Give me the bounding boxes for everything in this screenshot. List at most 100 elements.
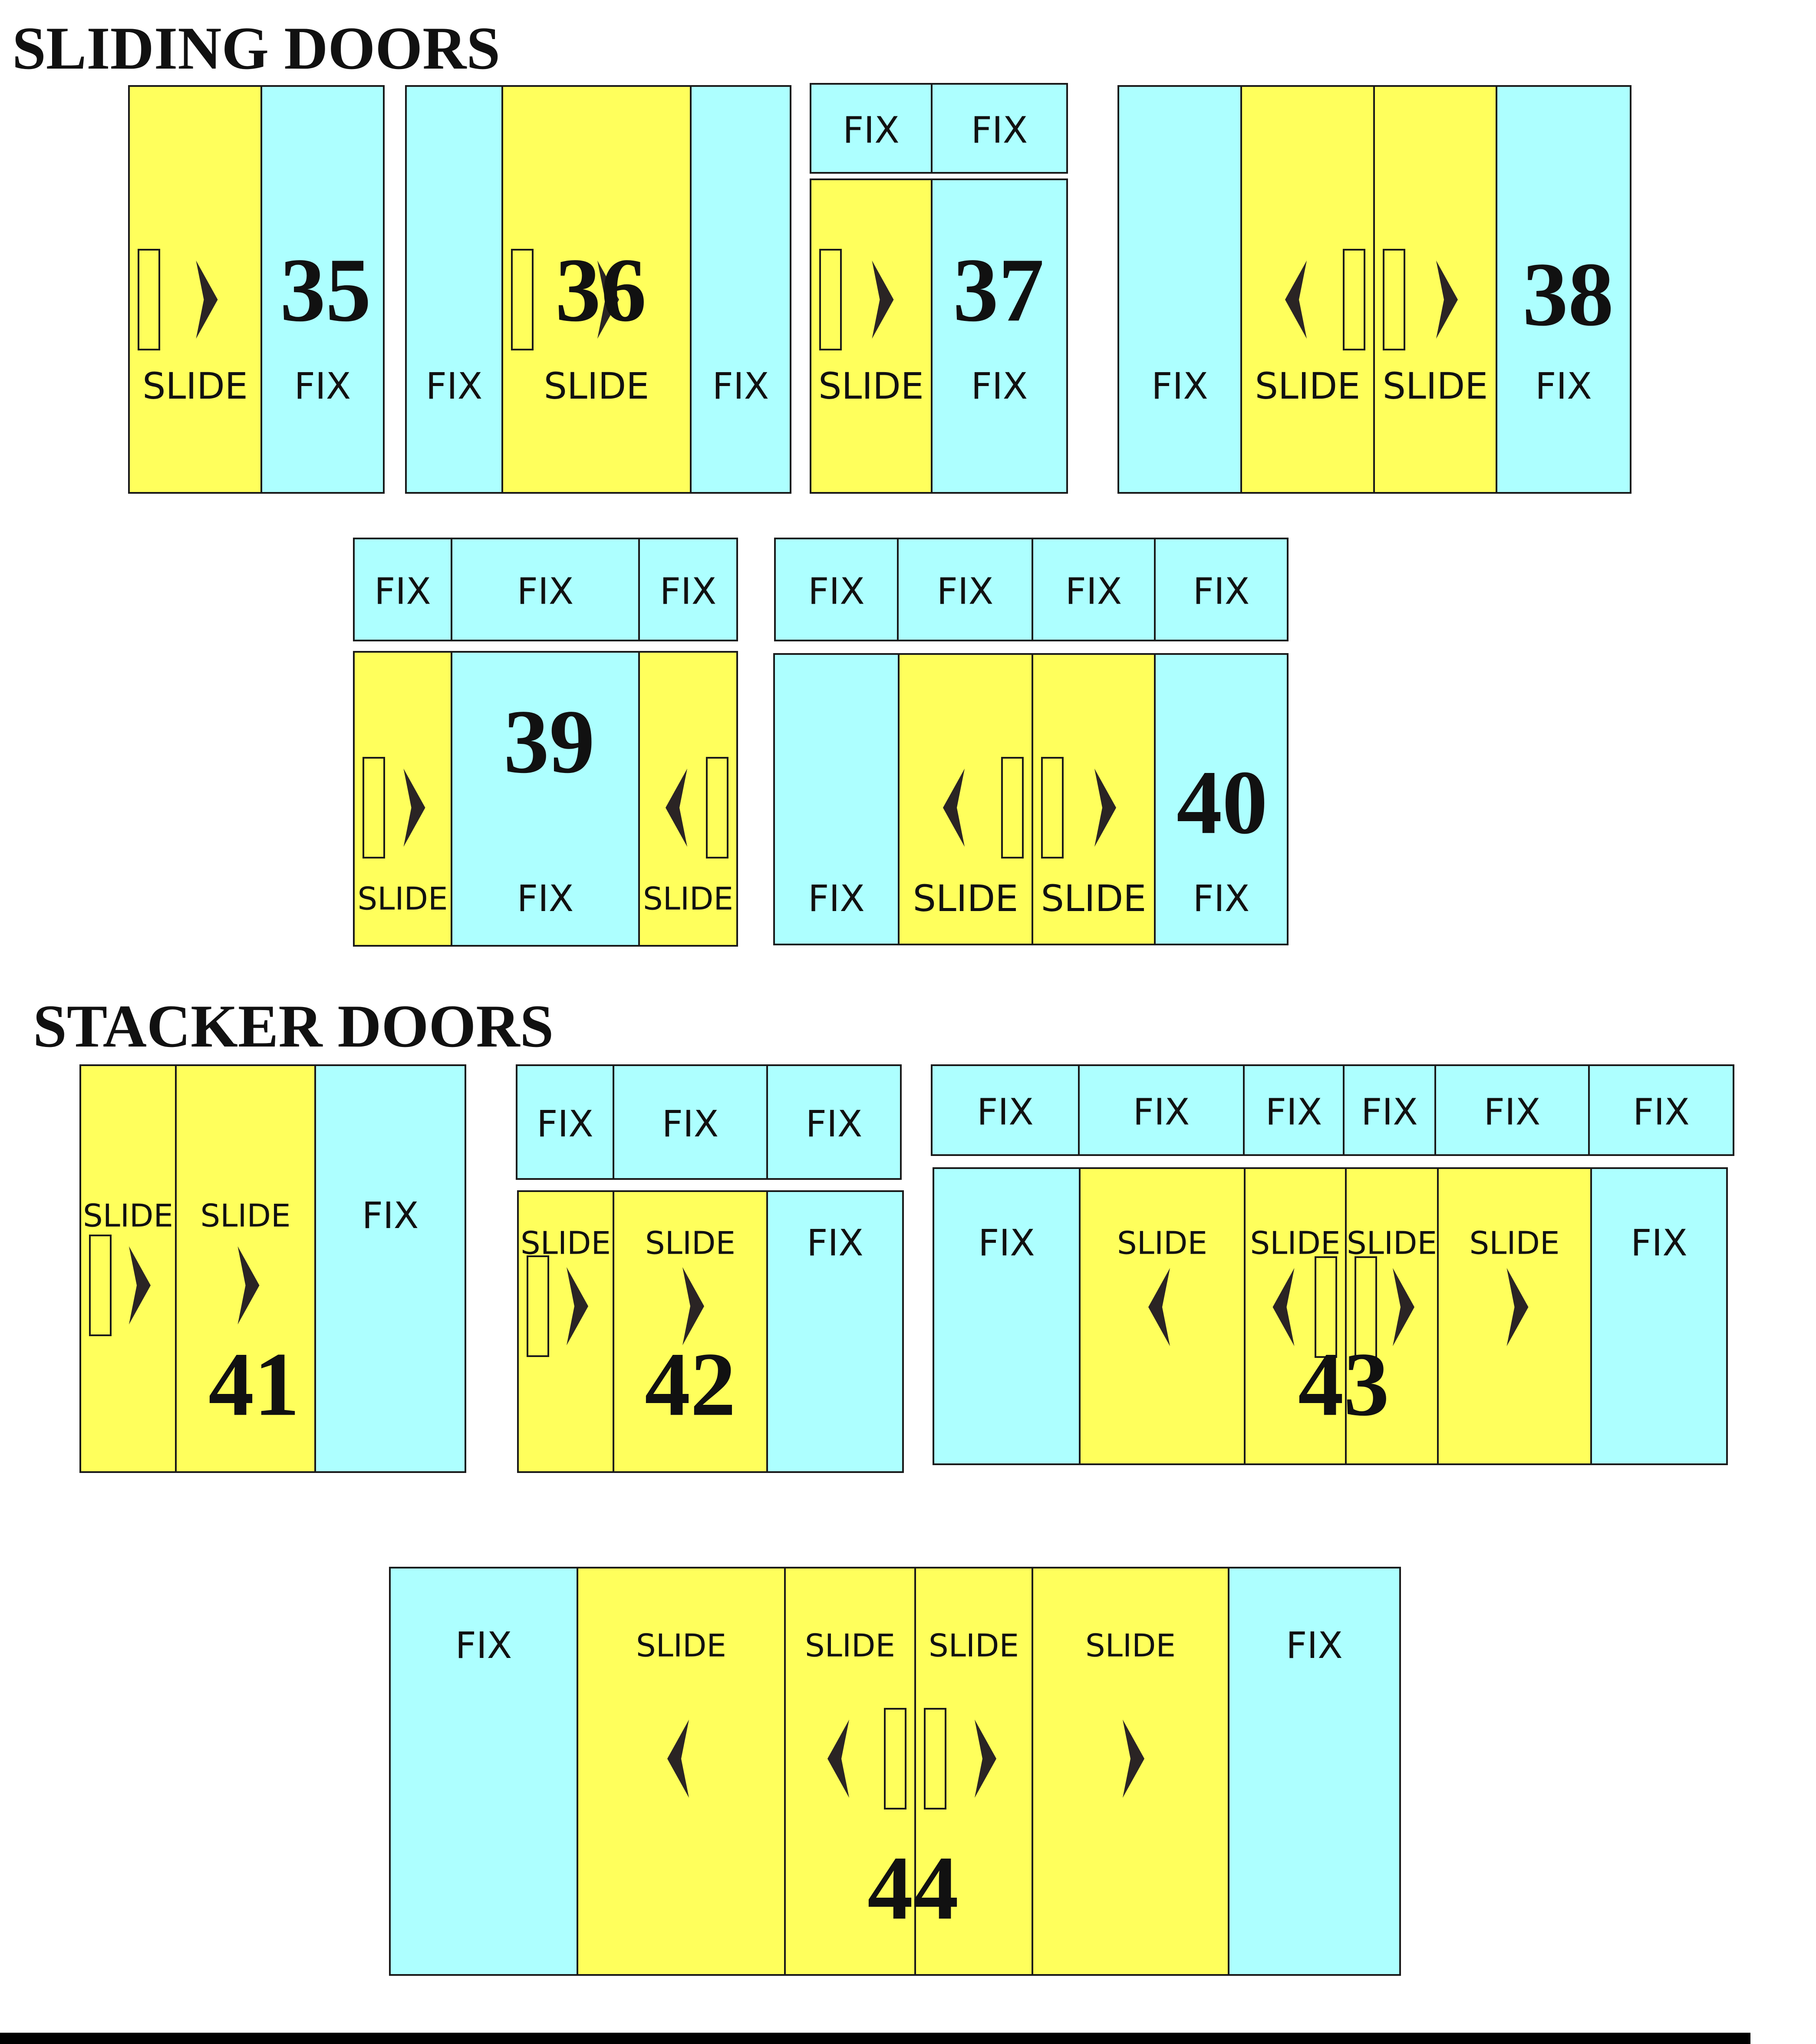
arrow-right-icon xyxy=(1436,261,1458,339)
slide-label: SLIDE xyxy=(913,877,1018,920)
fix-label: FIX xyxy=(362,1194,419,1237)
arrow-right-icon xyxy=(1506,1268,1529,1346)
sliding-pane xyxy=(1244,1167,1347,1465)
door-handle-icon xyxy=(527,1255,549,1357)
fixed-pane xyxy=(314,1064,466,1473)
arrow-right-icon xyxy=(196,261,218,339)
configuration-number: 44 xyxy=(867,1838,959,1938)
arrow-right-icon xyxy=(567,1267,588,1345)
sliding-pane xyxy=(1240,85,1375,494)
top-light-label: FIX xyxy=(1633,1090,1690,1133)
arrow-right-icon xyxy=(1094,769,1116,847)
arrow-left-icon xyxy=(666,769,687,847)
slide-label: SLIDE xyxy=(645,1225,735,1261)
door-handle-icon xyxy=(924,1708,946,1810)
arrow-right-icon xyxy=(1393,1268,1414,1346)
top-light-label: FIX xyxy=(1484,1090,1541,1133)
sliding-pane xyxy=(501,85,692,494)
sliding-pane xyxy=(914,1567,1033,1976)
slide-label: SLIDE xyxy=(142,365,248,407)
arrow-right-icon xyxy=(1123,1720,1144,1798)
top-light-label: FIX xyxy=(660,570,717,612)
door-handle-icon xyxy=(819,249,842,350)
top-light-label: FIX xyxy=(374,570,431,612)
slide-label: SLIDE xyxy=(1085,1628,1176,1664)
slide-label: SLIDE xyxy=(1250,1225,1341,1261)
configuration-number: 41 xyxy=(208,1334,300,1435)
sliding-pane xyxy=(810,178,933,494)
fix-label: FIX xyxy=(426,365,483,407)
slide-label: SLIDE xyxy=(1383,365,1488,407)
configuration-number: 39 xyxy=(504,691,595,792)
door-handle-icon xyxy=(89,1235,112,1336)
arrow-right-icon xyxy=(129,1246,151,1324)
configuration-number: 42 xyxy=(645,1334,736,1435)
fix-label: FIX xyxy=(807,1222,864,1264)
slide-label: SLIDE xyxy=(929,1628,1019,1664)
configuration-number: 35 xyxy=(280,240,371,340)
stacker-doors-heading: STACKER DOORS xyxy=(33,993,554,1060)
slide-label: SLIDE xyxy=(521,1225,611,1261)
fix-label: FIX xyxy=(517,877,574,920)
arrow-left-icon xyxy=(667,1720,689,1798)
fixed-pane xyxy=(1228,1567,1401,1976)
top-light-label: FIX xyxy=(1361,1090,1418,1133)
fix-label: FIX xyxy=(455,1624,512,1667)
sliding-pane xyxy=(175,1064,316,1473)
fixed-pane xyxy=(690,85,791,494)
arrow-right-icon xyxy=(682,1267,704,1345)
configuration-number: 37 xyxy=(953,240,1044,340)
arrow-left-icon xyxy=(1148,1268,1170,1346)
sliding-pane xyxy=(79,1064,177,1473)
fix-label: FIX xyxy=(808,877,865,920)
top-light-pane xyxy=(931,1064,1080,1156)
fixed-pane xyxy=(933,1167,1081,1465)
fixed-pane xyxy=(1590,1167,1728,1465)
door-config-36: FIX SLIDE FIX 36 xyxy=(405,85,791,494)
fix-label: FIX xyxy=(971,365,1028,407)
arrow-right-icon xyxy=(237,1246,260,1324)
fix-label: FIX xyxy=(1193,877,1250,920)
fixed-pane xyxy=(451,651,640,947)
top-light-pane xyxy=(516,1064,614,1180)
sliding-pane xyxy=(784,1567,916,1976)
top-light-label: FIX xyxy=(1266,1090,1322,1133)
slide-label: SLIDE xyxy=(818,365,924,407)
fixed-pane xyxy=(405,85,503,494)
slide-label: SLIDE xyxy=(1117,1225,1207,1261)
door-handle-icon xyxy=(138,249,160,350)
slide-label: SLIDE xyxy=(83,1198,173,1234)
configuration-number: 36 xyxy=(555,240,646,340)
fix-label: FIX xyxy=(1535,365,1592,407)
top-light-pane xyxy=(1588,1064,1734,1156)
arrow-right-icon xyxy=(975,1720,996,1798)
top-light-label: FIX xyxy=(808,570,865,612)
sliding-pane xyxy=(128,85,262,494)
fix-label: FIX xyxy=(1631,1222,1687,1264)
top-light-pane xyxy=(638,538,738,641)
fixed-pane xyxy=(1154,653,1289,945)
arrow-right-icon xyxy=(403,769,425,847)
arrow-left-icon xyxy=(943,769,965,847)
top-light-pane xyxy=(1032,538,1156,641)
sliding-pane xyxy=(517,1190,614,1473)
fix-label: FIX xyxy=(1151,365,1208,407)
top-light-label: FIX xyxy=(937,570,994,612)
arrow-right-icon xyxy=(872,261,894,339)
sliding-pane xyxy=(353,651,452,947)
fixed-pane xyxy=(1496,85,1631,494)
slide-label: SLIDE xyxy=(1255,365,1361,407)
fix-label: FIX xyxy=(712,365,769,407)
slide-label: SLIDE xyxy=(805,1628,895,1664)
slide-label: SLIDE xyxy=(544,365,649,407)
door-handle-icon xyxy=(363,757,385,859)
top-light-pane xyxy=(766,1064,902,1180)
fixed-pane xyxy=(1117,85,1242,494)
arrow-left-icon xyxy=(1285,261,1307,339)
